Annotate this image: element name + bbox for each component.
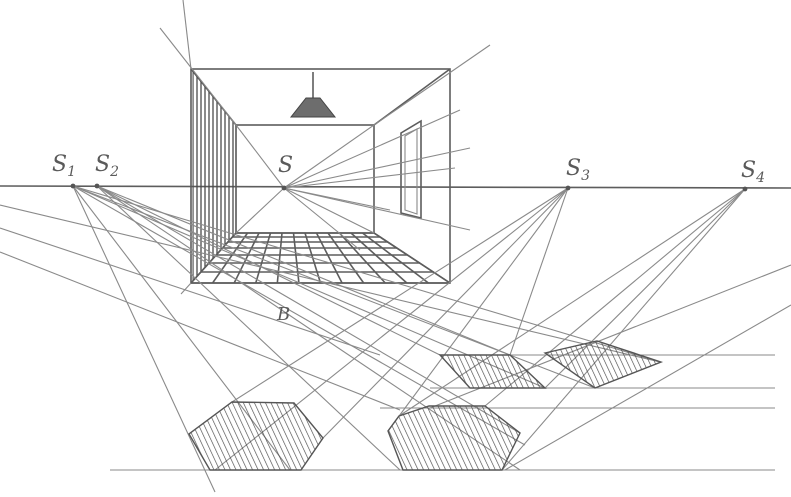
vanishing-point-s3 <box>565 185 571 191</box>
vanishing-point-s4 <box>742 186 748 192</box>
floor-grid-line <box>315 232 343 284</box>
vp-ray <box>72 185 661 363</box>
vanishing-point-s <box>281 185 287 191</box>
perspective-ray <box>180 282 192 295</box>
room-left-wall <box>192 69 237 283</box>
vp-ray <box>96 185 511 356</box>
s-ray <box>235 124 285 189</box>
label-s3: S3 <box>566 156 590 184</box>
s-ray <box>283 124 375 189</box>
vp-ray <box>0 251 401 411</box>
floor-grid-line <box>373 232 451 284</box>
vp-ray <box>0 204 661 363</box>
hatched-hexagon-middle <box>387 405 521 471</box>
vp-ray <box>398 188 746 417</box>
vp-ray <box>387 187 569 432</box>
room-window <box>400 119 422 220</box>
s-ray <box>283 187 375 234</box>
s-ray <box>283 147 471 189</box>
s-ray <box>283 187 471 231</box>
label-s2: S2 <box>95 152 119 180</box>
label-s: S <box>278 153 293 178</box>
lamp-icon <box>289 97 337 118</box>
horizon-line <box>0 185 791 189</box>
s-ray <box>235 187 285 234</box>
perspective-ray <box>182 0 192 70</box>
label-s1: S1 <box>52 152 76 180</box>
s-ray <box>283 109 461 189</box>
hatched-hexagon-left <box>188 401 324 471</box>
s-ray <box>283 167 456 189</box>
vp-ray <box>72 185 526 446</box>
vp-ray <box>96 185 441 356</box>
vp-ray <box>322 187 569 439</box>
hatched-rhombus <box>543 340 664 389</box>
vp-ray <box>96 185 401 471</box>
vanishing-point-s2 <box>94 183 100 189</box>
vp-ray <box>72 185 216 493</box>
vp-ray <box>96 185 521 434</box>
vp-ray <box>0 227 381 356</box>
perspective-ray <box>373 44 491 126</box>
vp-ray <box>501 188 746 471</box>
perspective-ray <box>159 27 237 126</box>
vp-ray <box>72 185 596 389</box>
s-ray <box>283 187 361 251</box>
s-rays <box>235 109 471 251</box>
room-window-inner <box>404 128 418 215</box>
label-s4: S4 <box>741 158 765 186</box>
vanishing-point-s1 <box>70 183 76 189</box>
vp-ray <box>509 187 569 356</box>
hatched-trapezoid <box>438 354 547 389</box>
label-b: B <box>276 304 290 325</box>
s-ray <box>283 187 391 211</box>
vp-ray <box>484 188 746 407</box>
